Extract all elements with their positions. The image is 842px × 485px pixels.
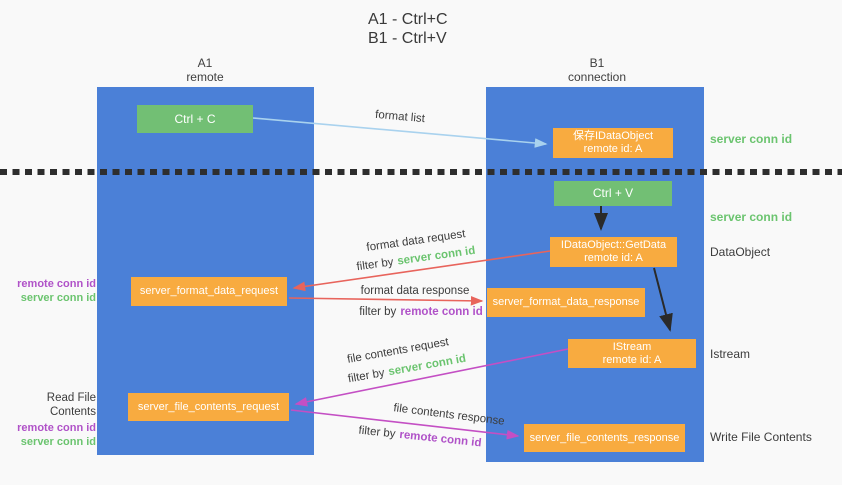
ctrl-c-box: Ctrl + C	[137, 105, 253, 133]
read-file-contents-label: Read File Contents	[46, 392, 96, 418]
istream-line1: IStream	[612, 340, 652, 353]
server-file-contents-request-box: server_file_contents_request	[128, 393, 289, 421]
save-idataobject-box: 保存IDataObject remote id: A	[553, 128, 673, 158]
title-line-2: B1 - Ctrl+V	[368, 30, 447, 47]
server-file-contents-response-box: server_file_contents_response	[524, 424, 685, 452]
remote-conn-id-side-label-1: remote conn id	[17, 278, 96, 290]
lane-a-name: A1	[197, 56, 213, 70]
file-request-label: server_file_contents_request	[137, 400, 280, 413]
ctrl-v-label: Ctrl + V	[592, 186, 634, 200]
ctrl-c-label: Ctrl + C	[174, 111, 216, 126]
istream-box: IStream remote id: A	[568, 339, 696, 368]
lane-b-header: B1 connection	[542, 56, 652, 84]
getdata-line2: remote id: A	[584, 252, 643, 264]
server-conn-id-side-label-1: server conn id	[20, 292, 96, 304]
lane-a-header: A1 remote	[150, 56, 260, 84]
ctrl-v-box: Ctrl + V	[554, 181, 672, 206]
file-contents-request-arrow	[294, 348, 569, 407]
file-contents-response-arrow	[290, 409, 520, 440]
save-idataobject-line2: remote id: A	[583, 143, 643, 155]
format-data-response-arrow	[288, 296, 484, 306]
istream-line2: remote id: A	[602, 353, 662, 366]
left-conn-id-labels-bottom: Read File Contents remote conn id server…	[0, 391, 96, 449]
server-conn-id-side-label-2: server conn id	[20, 436, 96, 448]
write-file-contents-label: Write File Contents	[710, 430, 812, 444]
server-format-data-response-box: server_format_data_response	[487, 288, 645, 317]
server-conn-id-side-label-mid: server conn id	[710, 210, 793, 224]
istream-side-label: Istream	[710, 347, 751, 361]
filter-by-text: filter by	[359, 306, 397, 318]
format-response-label: server_format_data_response	[492, 296, 640, 308]
format-data-response-label: format data response	[360, 285, 470, 297]
server-format-data-request-box: server_format_data_request	[131, 277, 287, 306]
lane-a-subtitle: remote	[186, 70, 224, 84]
getdata-to-istream-arrow	[653, 267, 673, 332]
lane-b-name: B1	[589, 56, 605, 70]
left-conn-id-labels-top: remote conn id server conn id	[0, 277, 96, 305]
dataobject-side-label: DataObject	[710, 245, 771, 259]
format-request-label: server_format_data_request	[139, 285, 279, 297]
server-conn-id-side-label-top: server conn id	[710, 132, 793, 146]
format-data-request-arrow	[292, 250, 551, 292]
file-response-label: server_file_contents_response	[529, 431, 680, 444]
idataobject-getdata-box: IDataObject::GetData remote id: A	[550, 237, 677, 267]
remote-conn-id-side-label-2: remote conn id	[17, 422, 96, 434]
section-divider	[0, 169, 842, 175]
format-list-arrow	[252, 117, 548, 148]
diagram-title: A1 - Ctrl+C B1 - Ctrl+V	[368, 10, 448, 48]
lane-b-subtitle: connection	[567, 70, 627, 84]
remote-conn-id-text: remote conn id	[400, 306, 483, 318]
save-idataobject-line1: 保存IDataObject	[572, 130, 654, 142]
title-line-1: A1 - Ctrl+C	[368, 11, 448, 28]
getdata-line1: IDataObject::GetData	[560, 239, 667, 251]
